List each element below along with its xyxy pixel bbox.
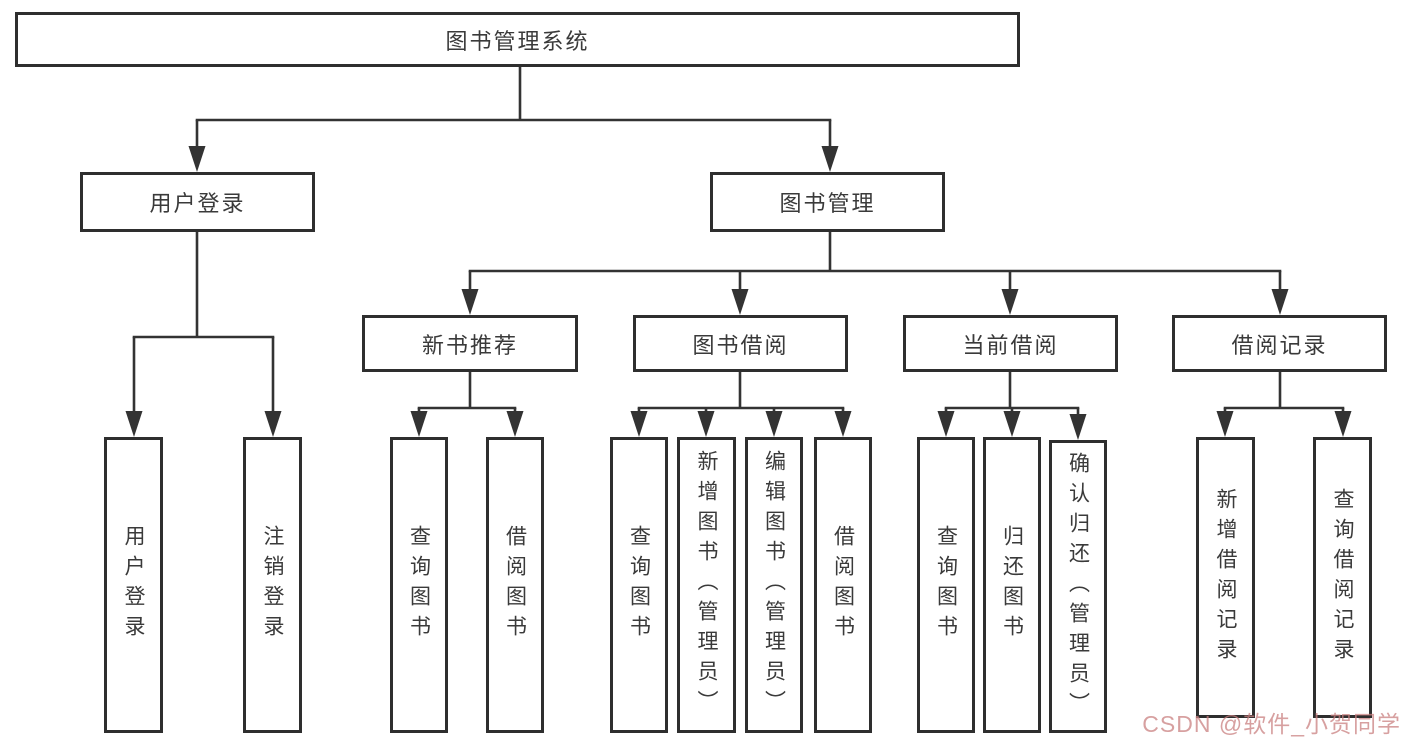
node-query-book-rec: 查询图书 bbox=[390, 437, 448, 733]
node-borrow-book: 借阅图书 bbox=[814, 437, 872, 733]
node-label: 当前借阅 bbox=[962, 332, 1059, 358]
node-query-borrow-record: 查询借阅记录 bbox=[1313, 437, 1372, 718]
node-add-book: 新增图书（管理员） bbox=[677, 437, 736, 733]
node-label: 查询图书 bbox=[934, 525, 958, 645]
node-label: 借阅图书 bbox=[831, 525, 855, 645]
node-current-borrow: 当前借阅 bbox=[903, 315, 1118, 372]
node-new-book-rec: 新书推荐 bbox=[362, 315, 578, 372]
node-user-login: 用户登录 bbox=[80, 172, 315, 232]
node-return-book: 归还图书 bbox=[983, 437, 1041, 733]
node-label: 用户登录 bbox=[149, 191, 246, 216]
node-label: 查询图书 bbox=[627, 525, 651, 645]
node-label: 图书借阅 bbox=[692, 332, 789, 358]
node-label: 查询图书 bbox=[407, 525, 431, 645]
node-confirm-return: 确认归还（管理员） bbox=[1049, 440, 1107, 733]
node-edit-book: 编辑图书（管理员） bbox=[745, 437, 803, 733]
node-label: 新增借阅记录 bbox=[1214, 487, 1237, 668]
node-label: 注销登录 bbox=[261, 525, 284, 645]
node-label: 图书管理 bbox=[779, 191, 876, 216]
node-label: 新书推荐 bbox=[421, 332, 518, 358]
node-query-book-current: 查询图书 bbox=[917, 437, 975, 733]
node-book-mgmt: 图书管理 bbox=[710, 172, 945, 232]
node-label: 用户登录 bbox=[122, 525, 145, 645]
node-label: 图书管理系统 bbox=[445, 28, 590, 54]
node-label: 确认归还（管理员） bbox=[1066, 451, 1090, 722]
node-borrow-book-rec: 借阅图书 bbox=[486, 437, 544, 733]
node-label: 新增图书（管理员） bbox=[695, 450, 718, 720]
node-query-book-borrow: 查询图书 bbox=[610, 437, 668, 733]
node-add-borrow-record: 新增借阅记录 bbox=[1196, 437, 1255, 718]
node-borrow-record: 借阅记录 bbox=[1172, 315, 1387, 372]
watermark: CSDN @软件_小贺同学 bbox=[1142, 711, 1401, 737]
node-label: 查询借阅记录 bbox=[1331, 487, 1354, 668]
node-login: 用户登录 bbox=[104, 437, 163, 733]
node-label: 归还图书 bbox=[1000, 525, 1024, 645]
node-logout: 注销登录 bbox=[243, 437, 302, 733]
node-label: 借阅图书 bbox=[503, 525, 527, 645]
node-label: 借阅记录 bbox=[1231, 332, 1328, 358]
node-label: 编辑图书（管理员） bbox=[762, 450, 786, 720]
node-book-borrow: 图书借阅 bbox=[633, 315, 848, 372]
node-root: 图书管理系统 bbox=[15, 12, 1020, 67]
